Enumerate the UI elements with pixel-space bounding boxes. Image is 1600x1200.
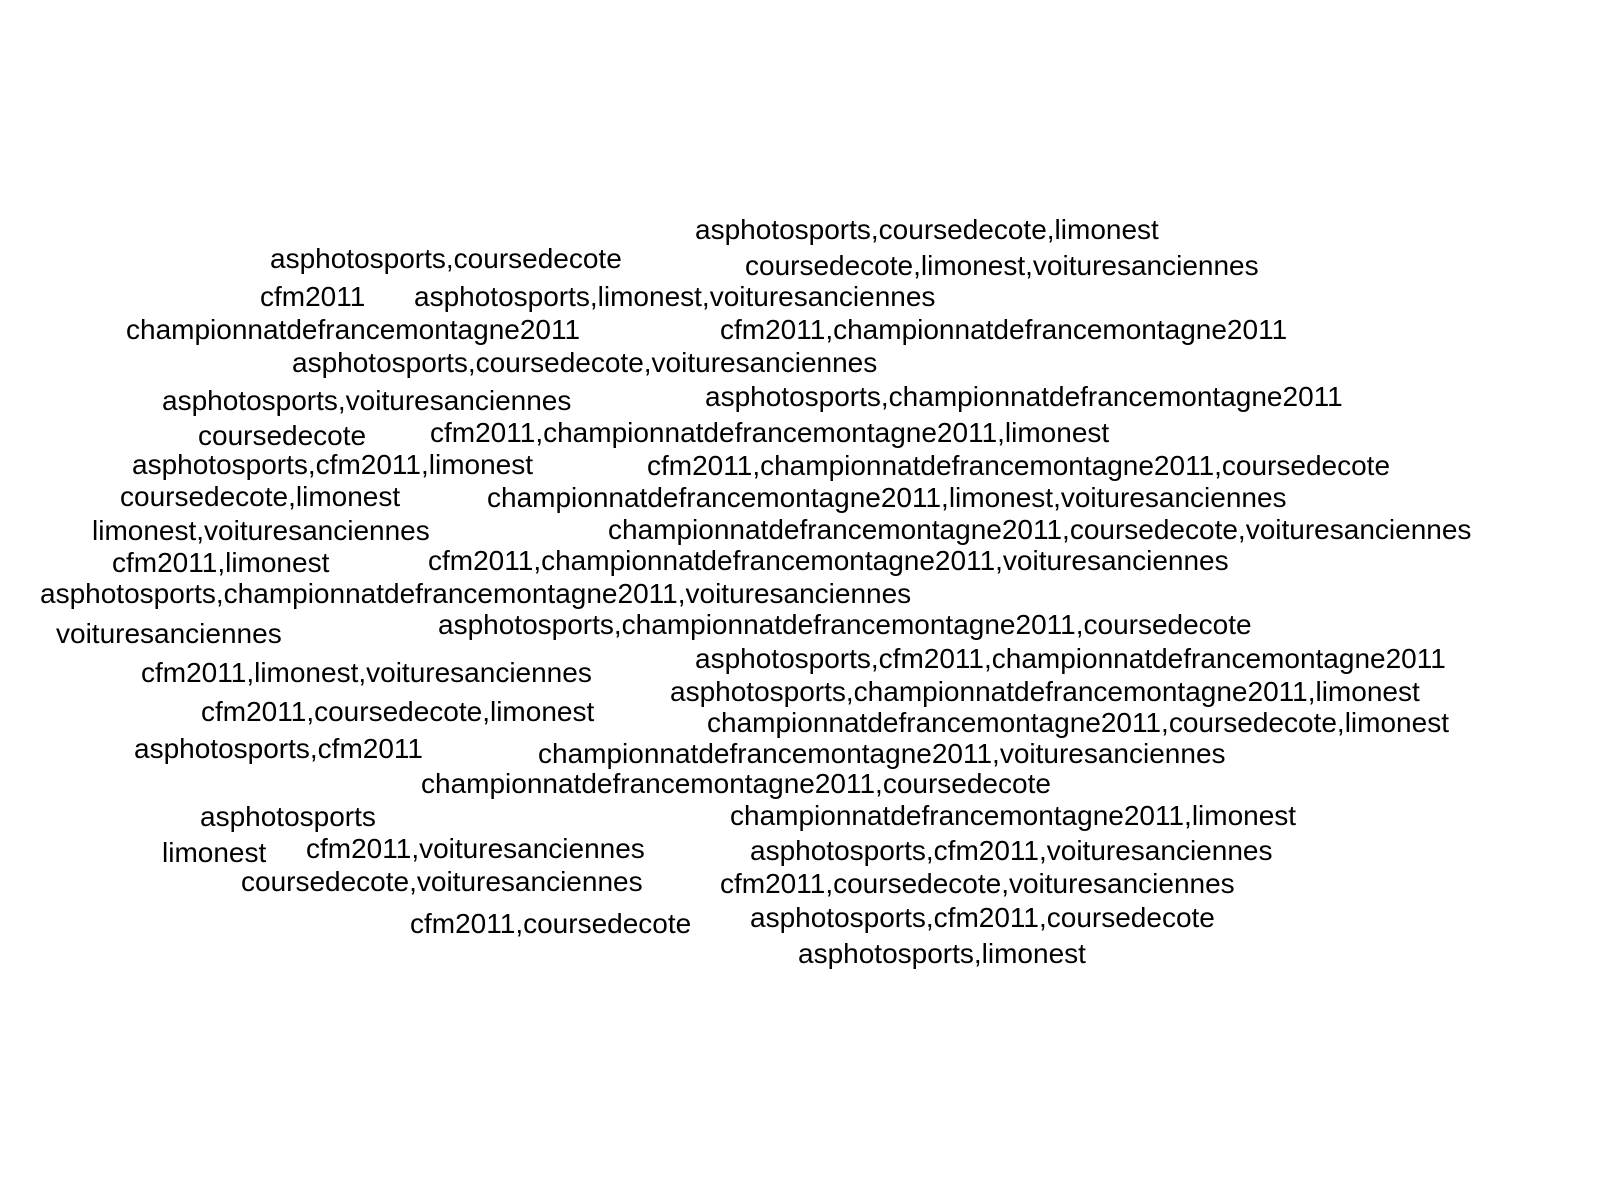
- tag-word: limonest: [162, 837, 267, 868]
- tag-word: cfm2011,championnatdefrancemontagne2011,…: [430, 417, 1110, 448]
- tag-word: asphotosports,coursedecote,limonest: [695, 214, 1159, 245]
- tag-word: cfm2011,coursedecote: [410, 908, 692, 939]
- tag-word: coursedecote: [198, 420, 367, 451]
- tag-word: coursedecote,limonest,voituresanciennes: [745, 250, 1259, 281]
- tag-word: asphotosports,voituresanciennes: [162, 385, 572, 416]
- tag-word: championnatdefrancemontagne2011,coursede…: [421, 768, 1051, 799]
- tag-word: asphotosports,coursedecote,voituresancie…: [292, 347, 878, 378]
- tag-word: asphotosports,cfm2011: [134, 733, 423, 764]
- tag-word: cfm2011,coursedecote,limonest: [201, 696, 595, 727]
- tag-word: cfm2011: [260, 281, 366, 312]
- tag-word: coursedecote,limonest: [120, 481, 401, 512]
- tag-word: asphotosports,championnatdefrancemontagn…: [438, 609, 1252, 640]
- tag-word: asphotosports,cfm2011,coursedecote: [750, 902, 1215, 933]
- tag-word: cfm2011,championnatdefrancemontagne2011,…: [647, 450, 1391, 481]
- tag-word: championnatdefrancemontagne2011,voitures…: [538, 738, 1226, 769]
- tag-word: asphotosports,championnatdefrancemontagn…: [670, 676, 1420, 707]
- tag-word: cfm2011,championnatdefrancemontagne2011,…: [428, 545, 1229, 576]
- tag-word: cfm2011,limonest: [112, 547, 330, 578]
- tag-word: asphotosports,limonest,voituresanciennes: [414, 281, 936, 312]
- tag-word: asphotosports,cfm2011,voituresanciennes: [750, 835, 1273, 866]
- tag-word: voituresanciennes: [56, 618, 282, 649]
- tag-word: cfm2011,voituresanciennes: [306, 833, 645, 864]
- tag-word: asphotosports,limonest: [798, 938, 1086, 969]
- tag-word: championnatdefrancemontagne2011,limonest: [730, 800, 1297, 831]
- tag-word: asphotosports: [200, 801, 376, 832]
- tag-word: asphotosports,cfm2011,championnatdefranc…: [695, 643, 1446, 674]
- tag-word: cfm2011,championnatdefrancemontagne2011: [720, 314, 1288, 345]
- tag-word: cfm2011,coursedecote,voituresanciennes: [720, 868, 1235, 899]
- tag-word: championnatdefrancemontagne2011,coursede…: [707, 707, 1449, 738]
- tag-word: coursedecote,voituresanciennes: [241, 866, 643, 897]
- tag-word: asphotosports,coursedecote: [270, 243, 622, 274]
- tag-word: cfm2011,limonest,voituresanciennes: [141, 657, 592, 688]
- tag-word: championnatdefrancemontagne2011,coursede…: [608, 514, 1472, 545]
- tag-word: limonest,voituresanciennes: [92, 515, 430, 546]
- tag-word: championnatdefrancemontagne2011: [126, 314, 581, 345]
- tag-word: asphotosports,cfm2011,limonest: [132, 449, 534, 480]
- tag-word: asphotosports,championnatdefrancemontagn…: [40, 578, 912, 609]
- tag-word: asphotosports,championnatdefrancemontagn…: [705, 381, 1343, 412]
- tag-word: championnatdefrancemontagne2011,limonest…: [487, 482, 1287, 513]
